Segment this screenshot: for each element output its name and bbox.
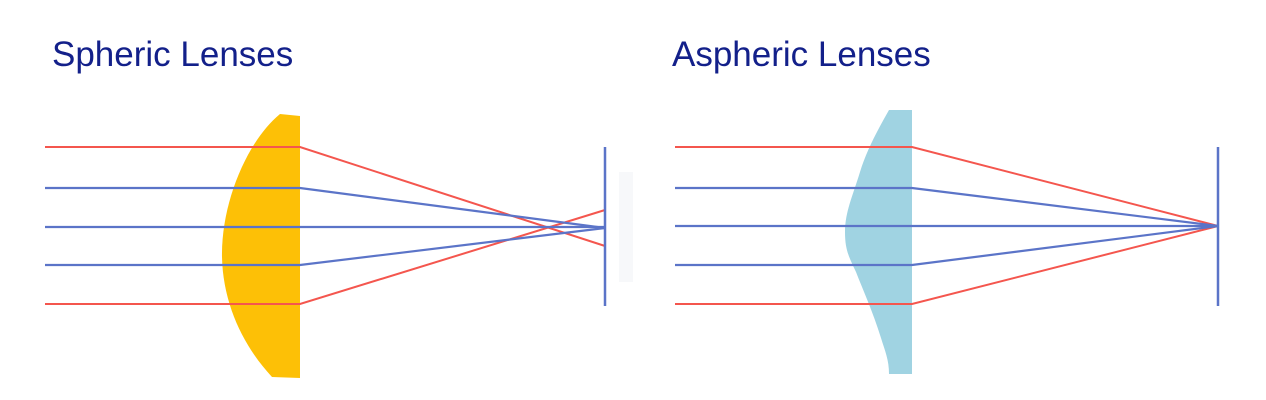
marginal-ray-top-spheric (45, 146, 606, 247)
marginal-ray-bottom-aspheric (675, 225, 1219, 305)
marginal-ray-bottom-spheric (45, 209, 606, 305)
panel-spheric (45, 114, 633, 378)
ghost-band (619, 172, 633, 282)
paraxial-ray-lower-aspheric (675, 224, 1219, 267)
paraxial-ray-lower-spheric (45, 226, 606, 267)
panel-title-spheric: Spheric Lenses (52, 35, 294, 74)
panel-aspheric (675, 110, 1220, 374)
panel-title-aspheric: Aspheric Lenses (672, 35, 931, 74)
paraxial-ray-upper-spheric (45, 186, 606, 230)
paraxial-ray-upper-aspheric (675, 186, 1219, 228)
lens-spheric (221, 114, 300, 378)
marginal-ray-top-aspheric (675, 146, 1219, 227)
lens-aspheric (845, 110, 912, 374)
